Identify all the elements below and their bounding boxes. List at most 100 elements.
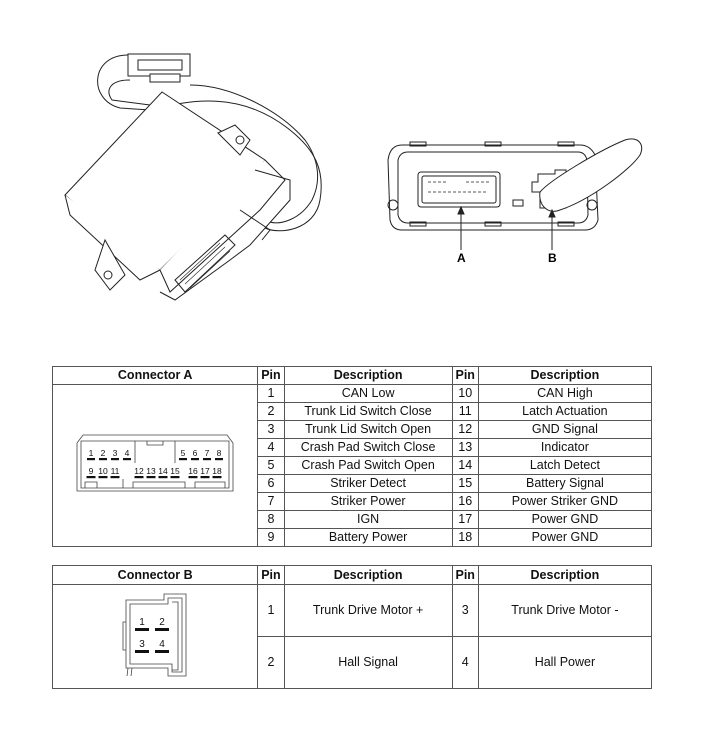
pin-cell: 4: [257, 438, 285, 457]
header-description-2: Description: [477, 565, 653, 585]
table-row: 9 Battery Power 18 Power GND: [53, 528, 653, 547]
pin-terminal: [155, 650, 170, 654]
pin-label: 15: [170, 466, 180, 476]
pin-label: 1: [89, 448, 94, 458]
wire-harness: [97, 54, 322, 232]
pin-terminal: [188, 476, 198, 479]
pin-terminal: [134, 476, 144, 479]
module-isometric-illustration: [64, 53, 322, 301]
module-body: [64, 91, 266, 271]
table-row: 3 Trunk Lid Switch Open 12 GND Signal: [53, 420, 653, 439]
pin-label: 16: [188, 466, 198, 476]
pin-terminal: [123, 458, 132, 461]
pin-label: 7: [205, 448, 210, 458]
table-header-row: Connector A Pin Description Pin Descript…: [51, 366, 653, 385]
pin-label: 2: [101, 448, 106, 458]
description-cell: GND Signal: [477, 420, 653, 439]
description-cell: Battery Power: [283, 528, 453, 547]
pin-terminal: [191, 458, 200, 461]
header-pin: Pin: [257, 565, 285, 585]
pin-cell: 8: [257, 510, 285, 529]
header-description: Description: [283, 366, 453, 385]
connector-a-pin-table: Connector A Pin Description Pin Descript…: [51, 366, 653, 547]
pin-label: 6: [193, 448, 198, 458]
pin-terminal: [86, 476, 96, 479]
pin-cell: 11: [451, 402, 479, 421]
description-cell: Hall Signal: [283, 636, 453, 689]
pin-cell: 10: [451, 384, 479, 403]
table-row: 2 Hall Signal 4 Hall Power: [53, 636, 653, 689]
pin-terminal: [87, 458, 96, 461]
pin-label: 4: [125, 448, 130, 458]
description-cell: Crash Pad Switch Open: [283, 456, 453, 475]
table-row: 5 Crash Pad Switch Open 14 Latch Detect: [53, 456, 653, 475]
pin-terminal: [212, 476, 222, 479]
pin-label: 18: [212, 466, 222, 476]
description-cell: Crash Pad Switch Close: [283, 438, 453, 457]
connector-b-pin-table: Connector B Pin Description Pin Descript…: [51, 565, 653, 689]
pin-terminal: [179, 458, 188, 461]
description-cell: Striker Power: [283, 492, 453, 511]
pin-label: 14: [158, 466, 168, 476]
description-cell: Latch Actuation: [477, 402, 653, 421]
table-header-row: Connector B Pin Description Pin Descript…: [51, 565, 653, 585]
description-cell: IGN: [283, 510, 453, 529]
table-row: 7 Striker Power 16 Power Striker GND: [53, 492, 653, 511]
pin-cell: 1: [257, 584, 285, 637]
pin-cell: 2: [257, 636, 285, 689]
pin-cell: 6: [257, 474, 285, 493]
table-row: 2 Trunk Lid Switch Close 11 Latch Actuat…: [53, 402, 653, 421]
description-cell: CAN High: [477, 384, 653, 403]
pin-terminal: [146, 476, 156, 479]
description-cell: Power GND: [477, 528, 653, 547]
header-pin: Pin: [257, 366, 285, 385]
pin-label: 2: [159, 617, 165, 628]
description-cell: Hall Power: [477, 636, 653, 689]
pin-cell: 5: [257, 456, 285, 475]
pin-terminal: [203, 458, 212, 461]
description-cell: Latch Detect: [477, 456, 653, 475]
pin-terminal: [155, 628, 170, 632]
pin-terminal: [215, 458, 224, 461]
pin-terminal: [135, 650, 150, 654]
pin-cell: 17: [451, 510, 479, 529]
pin-cell: 14: [451, 456, 479, 475]
pin-label: 17: [200, 466, 210, 476]
header-connector: Connector B: [51, 565, 259, 585]
description-cell: CAN Low: [283, 384, 453, 403]
pin-label: 11: [111, 466, 120, 476]
pin-cell: 13: [451, 438, 479, 457]
callout-a: A: [457, 251, 466, 265]
header-description-2: Description: [477, 366, 653, 385]
header-description: Description: [283, 565, 453, 585]
header-pin-2: Pin: [451, 366, 479, 385]
pin-label: 1: [139, 617, 145, 628]
pin-terminal: [170, 476, 180, 479]
arrow-a: [457, 205, 465, 215]
pin-label: 9: [89, 466, 94, 476]
pin-cell: 3: [257, 420, 285, 439]
arrow-b: [548, 208, 556, 218]
harness-connector: [127, 53, 191, 77]
pin-terminal: [200, 476, 210, 479]
pin-terminal: [110, 476, 120, 479]
pin-cell: 16: [451, 492, 479, 511]
pin-cell: 15: [451, 474, 479, 493]
pin-cell: 12: [451, 420, 479, 439]
header-connector: Connector A: [51, 366, 259, 385]
pin-label: 8: [217, 448, 222, 458]
pin-label: 5: [181, 448, 186, 458]
callout-b: B: [548, 251, 557, 265]
pin-terminal: [98, 476, 108, 479]
description-cell: Trunk Lid Switch Open: [283, 420, 453, 439]
module-front-illustration: A B: [387, 138, 643, 265]
description-cell: Trunk Drive Motor -: [477, 584, 653, 637]
pin-label: 13: [146, 466, 156, 476]
pin-cell: 3: [451, 584, 479, 637]
pin-label: 3: [139, 639, 145, 650]
